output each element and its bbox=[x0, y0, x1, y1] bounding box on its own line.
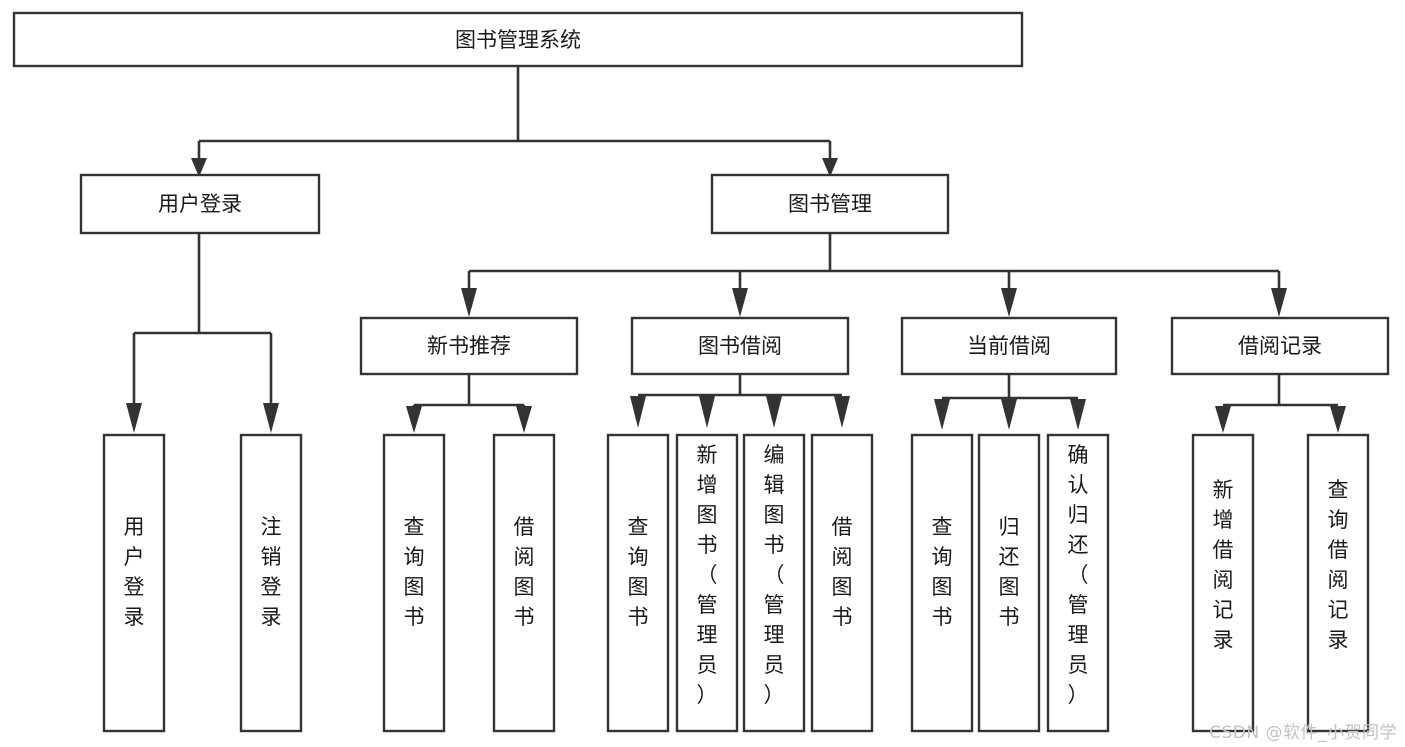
leaf-new-book-1[interactable]: 查询图书 bbox=[382, 433, 446, 733]
leaf-current-borrow-2-label: 归还图书 bbox=[999, 515, 1020, 629]
arrow-root-to-book-mgmt bbox=[822, 158, 838, 177]
node-root-box[interactable] bbox=[12, 11, 1024, 68]
node-book-management[interactable]: 图书管理 bbox=[710, 173, 950, 235]
arrow-root-to-user-login bbox=[191, 158, 207, 177]
arrow-book-borrow-leaf4 bbox=[834, 396, 850, 428]
node-user-login-label: 用户登录 bbox=[158, 192, 242, 216]
leaf-current-borrow-3-box[interactable] bbox=[1046, 433, 1110, 733]
leaf-borrow-record-2-label: 查询借阅记录 bbox=[1328, 478, 1349, 652]
leaf-borrow-record-1[interactable]: 新增借阅记录 bbox=[1191, 433, 1255, 733]
leaf-new-book-1-label: 查询图书 bbox=[404, 515, 425, 629]
node-book-borrow[interactable]: 图书借阅 bbox=[630, 316, 850, 376]
arrow-book-borrow-leaf2 bbox=[699, 396, 715, 428]
arrow-to-borrow-record bbox=[1271, 288, 1287, 317]
node-root[interactable]: 图书管理系统 bbox=[12, 11, 1024, 68]
leaf-book-borrow-1[interactable]: 查询图书 bbox=[606, 433, 670, 733]
node-borrow-record-box[interactable] bbox=[1170, 316, 1390, 376]
leaf-current-borrow-1-label: 查询图书 bbox=[932, 515, 953, 629]
leaf-book-borrow-3-label: 编辑图书（管理员） bbox=[764, 443, 785, 707]
arrow-to-new-book bbox=[461, 288, 477, 317]
leaf-new-book-2[interactable]: 借阅图书 bbox=[492, 433, 556, 733]
leaf-current-borrow-3-label: 确认归还（管理员） bbox=[1068, 443, 1089, 707]
node-borrow-record-label: 借阅记录 bbox=[1238, 334, 1322, 358]
leaf-book-borrow-4[interactable]: 借阅图书 bbox=[810, 433, 874, 733]
leaf-book-borrow-2[interactable]: 新增图书（管理员） bbox=[675, 433, 739, 733]
leaf-book-borrow-1-box[interactable] bbox=[606, 433, 670, 733]
arrow-borrow-record-leaf1 bbox=[1215, 406, 1231, 433]
arrow-borrow-record-leaf2 bbox=[1330, 406, 1346, 433]
leaf-borrow-record-1-box[interactable] bbox=[1191, 433, 1255, 733]
node-current-borrow-label: 当前借阅 bbox=[967, 334, 1051, 358]
arrow-book-borrow-leaf1 bbox=[630, 396, 646, 428]
leaf-book-borrow-2-label: 新增图书（管理员） bbox=[697, 443, 718, 707]
leaf-user-login-1-label: 用户登录 bbox=[124, 515, 145, 629]
leaf-current-borrow-2[interactable]: 归还图书 bbox=[977, 433, 1041, 733]
leaf-user-login-1[interactable]: 用户登录 bbox=[102, 433, 166, 733]
arrow-user-login-leaf1 bbox=[126, 403, 142, 433]
csdn-watermark: CSDN @软件_小贺同学 bbox=[1209, 723, 1397, 743]
leaf-user-login-2[interactable]: 注销登录 bbox=[239, 433, 303, 733]
arrow-to-book-borrow bbox=[732, 288, 748, 317]
node-root-label: 图书管理系统 bbox=[455, 28, 581, 52]
node-book-borrow-label: 图书借阅 bbox=[698, 334, 782, 358]
node-new-book-recommend-box[interactable] bbox=[359, 316, 579, 376]
node-user-login-box[interactable] bbox=[79, 173, 321, 235]
arrow-current-borrow-leaf2 bbox=[1001, 399, 1017, 430]
node-user-login[interactable]: 用户登录 bbox=[79, 173, 321, 235]
leaf-borrow-record-2[interactable]: 查询借阅记录 bbox=[1306, 433, 1370, 733]
node-borrow-record[interactable]: 借阅记录 bbox=[1170, 316, 1390, 376]
leaf-user-login-2-box[interactable] bbox=[239, 433, 303, 733]
leaf-current-borrow-1-box[interactable] bbox=[910, 433, 974, 733]
leaf-current-borrow-2-box[interactable] bbox=[977, 433, 1041, 733]
leaf-book-borrow-3[interactable]: 编辑图书（管理员） bbox=[742, 433, 806, 733]
leaf-book-borrow-1-label: 查询图书 bbox=[628, 515, 649, 629]
leaf-current-borrow-3[interactable]: 确认归还（管理员） bbox=[1046, 433, 1110, 733]
node-new-book-recommend-label: 新书推荐 bbox=[427, 334, 511, 358]
leaf-new-book-2-box[interactable] bbox=[492, 433, 556, 733]
leaf-user-login-1-box[interactable] bbox=[102, 433, 166, 733]
leaf-borrow-record-1-label: 新增借阅记录 bbox=[1213, 478, 1234, 652]
node-book-management-label: 图书管理 bbox=[788, 192, 872, 216]
node-book-borrow-box[interactable] bbox=[630, 316, 850, 376]
leaf-book-borrow-2-box[interactable] bbox=[675, 433, 739, 733]
arrow-book-borrow-leaf3 bbox=[766, 396, 782, 428]
leaf-user-login-2-label: 注销登录 bbox=[261, 515, 282, 629]
connector-layer bbox=[126, 66, 1346, 433]
node-current-borrow-box[interactable] bbox=[900, 316, 1118, 376]
arrow-current-borrow-leaf1 bbox=[934, 399, 950, 430]
leaf-book-borrow-4-label: 借阅图书 bbox=[832, 515, 853, 629]
node-book-management-box[interactable] bbox=[710, 173, 950, 235]
leaf-book-borrow-4-box[interactable] bbox=[810, 433, 874, 733]
arrow-current-borrow-leaf3 bbox=[1070, 399, 1086, 430]
leaf-current-borrow-1[interactable]: 查询图书 bbox=[910, 433, 974, 733]
leaf-book-borrow-3-box[interactable] bbox=[742, 433, 806, 733]
arrow-new-book-leaf1 bbox=[406, 406, 422, 433]
node-current-borrow[interactable]: 当前借阅 bbox=[900, 316, 1118, 376]
node-new-book-recommend[interactable]: 新书推荐 bbox=[359, 316, 579, 376]
arrow-new-book-leaf2 bbox=[516, 406, 532, 433]
leaf-borrow-record-2-box[interactable] bbox=[1306, 433, 1370, 733]
leaf-new-book-1-box[interactable] bbox=[382, 433, 446, 733]
arrow-user-login-leaf2 bbox=[263, 403, 279, 433]
arrow-to-current-borrow bbox=[1001, 288, 1017, 317]
leaf-new-book-2-label: 借阅图书 bbox=[514, 515, 535, 629]
